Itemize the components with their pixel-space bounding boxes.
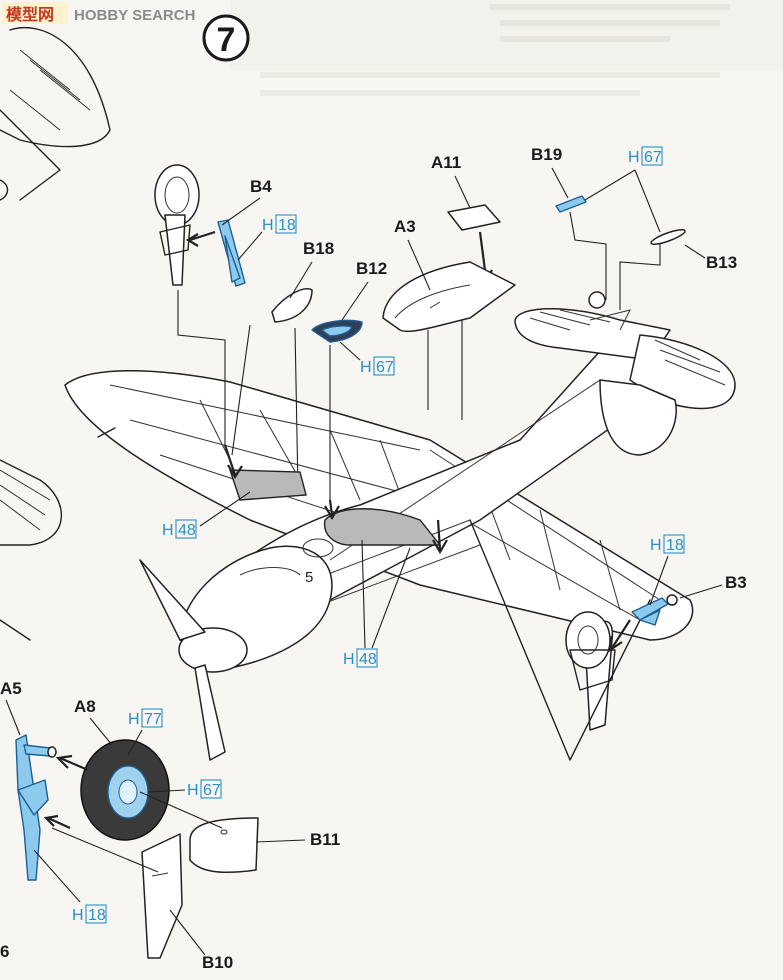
h67-mid-box xyxy=(373,356,395,376)
h67-top-prefix: H xyxy=(628,149,640,166)
part-b3: B3 xyxy=(608,573,747,653)
h18-bottom-box xyxy=(85,904,107,924)
horizontal-stabilizer-left xyxy=(514,308,671,361)
step-badge: 7 xyxy=(202,14,250,62)
h67-wheel-box xyxy=(200,779,222,799)
propeller-blade-upper xyxy=(139,559,206,641)
label-b3: B3 xyxy=(725,573,747,592)
h48-left-prefix: H xyxy=(162,522,174,539)
label-a3: A3 xyxy=(394,217,416,236)
watermark-logo-bg xyxy=(2,2,68,24)
h67-wheel-prefix: H xyxy=(187,782,199,799)
part-a5: A5 xyxy=(0,679,71,881)
h18-top-box xyxy=(275,214,297,234)
callout-h48-bottom: H 48 xyxy=(343,539,411,668)
h18-right-box xyxy=(663,534,685,554)
step-number: 7 xyxy=(217,21,236,59)
h18-top-code: 18 xyxy=(278,217,296,234)
h67-mid-prefix: H xyxy=(360,359,372,376)
label-b10: B10 xyxy=(202,953,233,972)
h18-right-prefix: H xyxy=(650,537,662,554)
h18-top-prefix: H xyxy=(262,217,274,234)
callout-h67-top: H 67 xyxy=(584,146,663,233)
part-b13: B13 xyxy=(619,229,737,310)
tail-fin-lower xyxy=(599,379,677,456)
label-b12: B12 xyxy=(356,259,387,278)
label-a11: A11 xyxy=(431,153,461,172)
h67-mid-code: 67 xyxy=(376,359,394,376)
right-wheel xyxy=(565,611,611,669)
left-partial-wing xyxy=(0,459,63,641)
watermark-logo-text: 模型网 xyxy=(6,5,54,24)
page-number-partial: 6 xyxy=(0,942,9,961)
label-a8: A8 xyxy=(74,697,96,716)
part-b19: B19 xyxy=(531,145,607,300)
part-a3: A3 xyxy=(382,217,516,420)
part-b18: B18 xyxy=(231,239,334,491)
h18-right-code: 18 xyxy=(666,537,684,554)
callout-h18-right: H 18 xyxy=(649,534,685,606)
propeller-blade-lower xyxy=(194,664,226,761)
watermark: 模型网 HOBBY SEARCH xyxy=(2,2,195,24)
part-b11: B11 xyxy=(139,791,340,874)
label-a5-partial: A5 xyxy=(0,679,22,698)
aircraft-assembly: 5 xyxy=(64,291,736,761)
part-a8: A8 xyxy=(55,697,170,841)
label-b13: B13 xyxy=(706,253,737,272)
callout-h77: H 77 xyxy=(127,708,163,756)
h48-bottom-box xyxy=(356,648,378,668)
label-b11: B11 xyxy=(310,830,340,849)
label-b4: B4 xyxy=(250,177,272,196)
h67-top-code: 67 xyxy=(644,149,662,166)
spinner xyxy=(178,627,248,673)
fuselage-marking: 5 xyxy=(305,569,313,586)
horizontal-stabilizer-right xyxy=(629,334,736,410)
label-b18: B18 xyxy=(303,239,334,258)
label-b19: B19 xyxy=(531,145,562,164)
h48-bottom-prefix: H xyxy=(343,651,355,668)
callout-h18-top: H 18 xyxy=(237,214,297,261)
bleed-through-lines xyxy=(260,4,730,96)
h48-bottom-code: 48 xyxy=(359,651,377,668)
tail-wheel xyxy=(588,291,606,309)
left-partial-tail xyxy=(0,26,111,201)
h48-left-box xyxy=(175,519,197,539)
h77-box xyxy=(141,708,163,728)
step-circle xyxy=(202,14,250,62)
h48-left-code: 48 xyxy=(178,522,196,539)
left-main-gear xyxy=(154,164,200,286)
h67-wheel-code: 67 xyxy=(203,782,221,799)
callout-h48-left: H 48 xyxy=(162,491,251,539)
part-b12: B12 xyxy=(311,259,387,500)
h77-code: 77 xyxy=(144,711,162,728)
callout-h18-bottom: H 18 xyxy=(33,849,107,924)
h77-prefix: H xyxy=(128,711,140,728)
right-wheel-well-insert xyxy=(323,499,448,555)
part-a11: A11 xyxy=(431,153,501,283)
bleed-through-area xyxy=(230,0,783,70)
callout-h67-mid: H 67 xyxy=(339,341,395,376)
h67-top-box xyxy=(641,146,663,166)
h18-bottom-prefix: H xyxy=(72,907,84,924)
part-b10: B10 xyxy=(51,827,233,972)
callout-h67-wheel: H 67 xyxy=(147,779,222,799)
h18-bottom-code: 18 xyxy=(88,907,106,924)
watermark-brand-text: HOBBY SEARCH xyxy=(74,7,195,24)
part-b4: B4 xyxy=(177,177,272,445)
